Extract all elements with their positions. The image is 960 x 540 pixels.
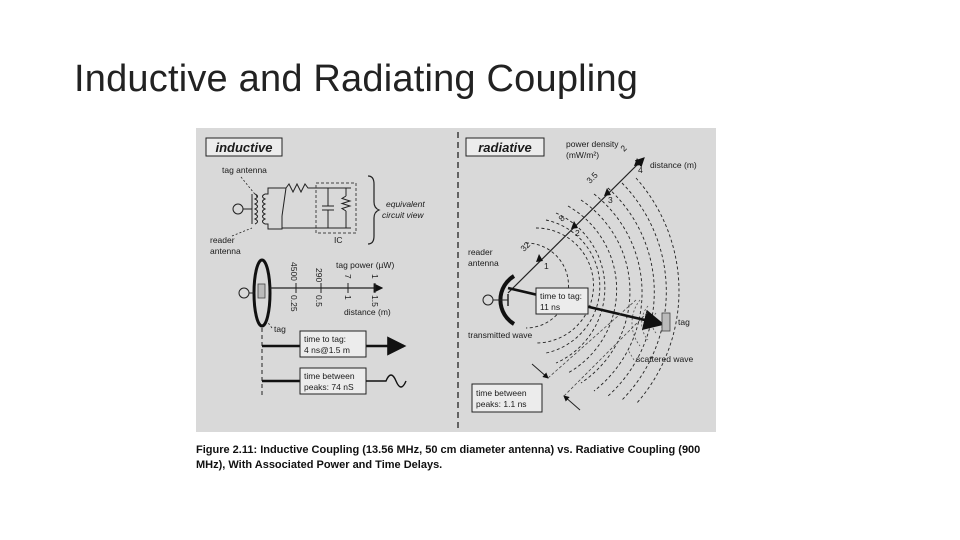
inductive-time-to-tag: time to tag: — [304, 334, 346, 344]
inductive-tag-label: tag — [274, 324, 286, 334]
radiative-distance-value-4: 4 — [638, 165, 643, 175]
inductive-distance-label: distance (m) — [344, 307, 391, 317]
wave-fronts — [525, 177, 680, 405]
radiative-time-box — [535, 287, 589, 315]
power-density-label-1: power density — [566, 139, 619, 149]
radiative-distance-label: distance (m) — [650, 160, 697, 170]
tag-power-label: tag power (µW) — [336, 260, 394, 270]
inductive-time-between: time between — [304, 371, 355, 381]
radiative-time-to-tag: time to tag: — [540, 291, 582, 301]
radiative-time-between: time between — [476, 388, 527, 398]
coupled-coils — [232, 182, 321, 230]
radiative-heading-box — [465, 137, 545, 157]
tag-chip-icon — [257, 283, 266, 299]
peak-arrow-right — [563, 395, 581, 411]
reader-antenna-leader — [231, 227, 253, 237]
scattered-wave-label: scattered wave — [636, 354, 693, 364]
radiative-power-value-1: 2 — [618, 143, 629, 154]
inductive-time-value: 4 ns@1.5 m — [304, 345, 350, 355]
ic-label: IC — [334, 235, 343, 245]
peak-arrow-left — [531, 363, 549, 379]
inductive-distance-value-2: 0.5 — [314, 295, 324, 307]
ic-circuit — [282, 187, 352, 229]
reader-antenna-label-2: antenna — [210, 246, 241, 256]
radiative-power-value-3: 8 — [556, 213, 567, 224]
power-density-label-2: (mW/m²) — [566, 150, 599, 160]
inductive-power-value-3: 7 — [343, 274, 353, 279]
radiative-tag-label: tag — [678, 317, 690, 327]
radiative-reader-label-2: antenna — [468, 258, 499, 268]
inductive-power-value-2: 290 — [314, 268, 324, 282]
radiative-reader-label-1: reader — [468, 247, 493, 257]
inductive-peaks-box — [299, 367, 367, 395]
inductive-heading-box — [205, 137, 283, 157]
circuit-brace — [367, 175, 381, 245]
inductive-power-value-4: 1 — [370, 274, 380, 279]
inductive-heading: inductive — [215, 140, 272, 155]
slide-title: Inductive and Radiating Coupling — [74, 58, 639, 100]
inductive-distance-value-3: 1 — [343, 295, 353, 300]
radiative-peaks-box — [471, 383, 543, 413]
reader-antenna-label-1: reader — [210, 235, 235, 245]
inductive-peaks-value: peaks: 74 nS — [304, 382, 354, 392]
transmitted-wave-label: transmitted wave — [468, 330, 533, 340]
inductive-distance-value-4: 1.5 — [370, 295, 380, 307]
figure-caption: Figure 2.11: Inductive Coupling (13.56 M… — [196, 444, 701, 471]
inductive-distance-value-1: 0.25 — [289, 295, 299, 312]
inductive-time-box — [299, 330, 367, 358]
inductive-power-value-1: 4500 — [289, 262, 299, 281]
radiative-time-value: 11 ns — [540, 302, 560, 312]
radiative-tag-icon — [661, 312, 671, 332]
radiative-peaks-value: peaks: 1.1 ns — [476, 399, 527, 409]
tag-antenna-label: tag antenna — [222, 165, 267, 175]
tag-antenna-leader — [240, 176, 259, 199]
radiative-distance-value-1: 1 — [544, 261, 549, 271]
coupling-figure: inductive tag antenna IC equivalent circ… — [196, 128, 716, 432]
equivalent-label: equivalent — [386, 199, 425, 209]
radiative-distance-value-3: 3 — [608, 195, 613, 205]
inductive-wave-icon — [366, 374, 407, 388]
radiative-heading: radiative — [478, 140, 531, 155]
ic-box — [315, 182, 357, 234]
circuit-view-label: circuit view — [382, 210, 424, 220]
radiative-distance-value-2: 2 — [575, 228, 580, 238]
